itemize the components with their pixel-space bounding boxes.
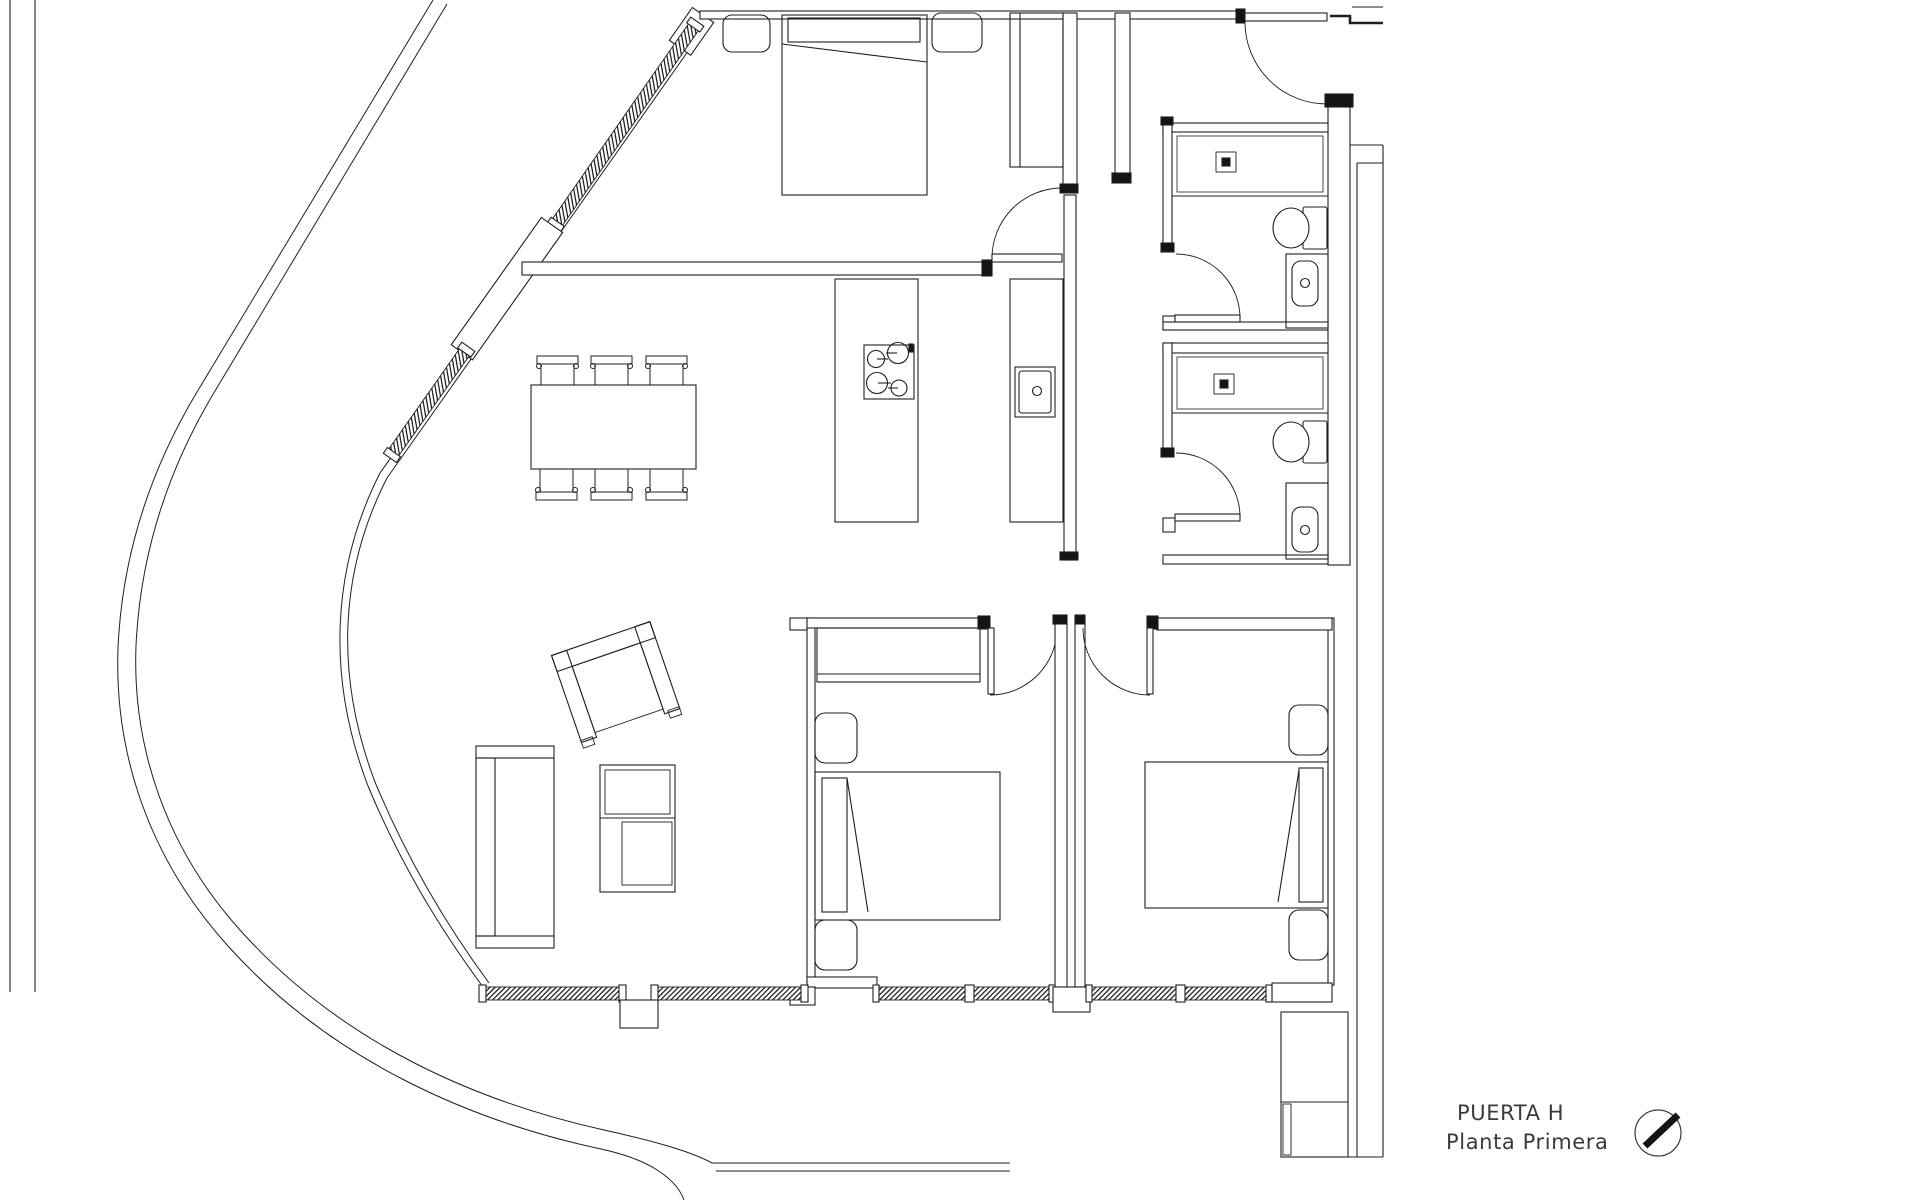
kitchen [834, 278, 1064, 523]
nightstand [1288, 704, 1329, 756]
bathroom-upper [1160, 122, 1329, 331]
bedroom-center [789, 614, 1091, 1013]
right-party-wall [1271, 93, 1384, 1158]
facade-window-band-2 [382, 341, 476, 464]
sink-upper [1285, 253, 1329, 329]
side-tables [599, 764, 676, 893]
bed-center [814, 771, 1001, 921]
plan-title-floor: Planta Primera [1446, 1130, 1609, 1154]
bathroom-lower [1160, 342, 1329, 565]
toilet-lower [1272, 420, 1328, 464]
entry-door-swing [1244, 21, 1328, 105]
kitchen-counter [1009, 278, 1064, 523]
north-arrow-icon [1634, 1109, 1682, 1157]
kitchen-island [834, 278, 919, 523]
bed-top [781, 14, 928, 196]
nightstand [931, 12, 983, 53]
wardrobe-top [1009, 12, 1064, 168]
dining-chairs [535, 355, 688, 501]
window-band [872, 984, 1056, 1003]
bathroom-upper-door-leaf [1174, 314, 1241, 323]
entry-wall-and-door [699, 6, 1383, 105]
toilet-upper [1272, 206, 1328, 250]
curved-facade-wall [339, 6, 715, 988]
nightstand [814, 712, 858, 764]
living-window-band [478, 984, 809, 1029]
street-boundary [9, 0, 1010, 1200]
nightstand [1288, 909, 1329, 961]
sink-lower [1285, 482, 1329, 560]
bedroom-top-door-leaf [991, 253, 1063, 263]
plan-title-unit: PUERTA H [1457, 1101, 1565, 1125]
cooktop [863, 341, 915, 400]
bathroom-upper-door-swing [1175, 253, 1241, 319]
service-shaft [1280, 1011, 1383, 1158]
bedroom-top [722, 12, 1064, 196]
wardrobe-center [816, 627, 981, 683]
sofa [475, 745, 555, 949]
entry-door-leaf [1244, 12, 1328, 22]
bedroom-center-door-swing [989, 627, 1058, 696]
bedroom-top-door-swing [991, 187, 1063, 259]
kitchen-sink [1014, 366, 1056, 418]
bedroom-center-door-leaf [987, 627, 995, 695]
bedroom-right-door-swing [1082, 627, 1151, 696]
bedroom-right-door-leaf [1146, 627, 1154, 695]
dining-table [530, 384, 697, 470]
dining-area [530, 355, 697, 501]
nightstand [814, 919, 858, 971]
armchair [550, 620, 683, 749]
facade-wall-band [450, 216, 564, 361]
interior-walls [521, 12, 1174, 561]
window-band [1085, 984, 1273, 1003]
shower-upper [1172, 135, 1328, 197]
facade-window-band-1 [546, 16, 705, 233]
bed-right [1144, 761, 1329, 909]
bathroom-lower-door-swing [1175, 452, 1241, 518]
bedroom-right [1082, 615, 1333, 1003]
bathroom-lower-door-leaf [1174, 513, 1241, 522]
shower-lower [1172, 356, 1328, 414]
nightstand [722, 14, 771, 53]
living-room [475, 620, 683, 949]
